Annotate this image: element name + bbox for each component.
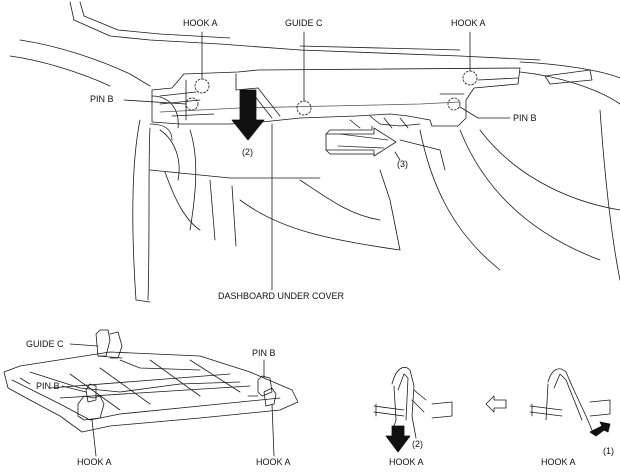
label-hook-a-detail-right: HOOK A [541,457,576,467]
pin-b-marker-right [447,97,461,111]
hook-a-part-left [77,395,105,421]
label-step-2-main: (2) [242,147,253,157]
vehicle-interior-outline [9,1,620,303]
movement-arrows [231,89,401,161]
hook-detail-installed [529,368,611,437]
label-guide-c-bottom: GUIDE C [26,339,64,349]
label-hook-a-top-right: HOOK A [451,18,486,28]
leader-lines [123,31,511,291]
label-hook-a-bottom-mid: HOOK A [256,457,291,467]
hook-a-marker-left [194,78,210,94]
hook-a-part-mid [263,387,277,407]
pin-b-part-left [85,383,97,403]
arrow-push-1-detail [589,421,611,437]
label-step-2-detail: (2) [412,439,423,449]
label-guide-c-top: GUIDE C [285,18,323,28]
hook-detail-removed [373,367,453,453]
cover-isometric-view [3,329,299,433]
pin-b-marker-left [185,97,199,111]
hook-a-marker-right [462,70,478,86]
label-step-1-detail: (1) [603,446,614,456]
dashboard-under-cover [151,67,521,129]
guide-c-marker [296,100,312,116]
pin-b-part-mid [257,375,273,397]
label-pin-b-right: PIN B [513,113,537,123]
arrow-down-2-main [231,89,265,141]
label-hook-a-detail-left: HOOK A [389,457,424,467]
leader-lines-bottom [61,343,275,457]
label-pin-b-bottom-left: PIN B [36,381,60,391]
transition-arrow-left [485,395,507,413]
arrow-pull-3-main [325,125,397,157]
label-step-3-main: (3) [397,159,408,169]
arrow-down-2-detail [385,425,411,453]
label-pin-b-bottom-mid: PIN B [252,348,276,358]
label-hook-a-top-left: HOOK A [183,18,218,28]
label-hook-a-bottom-left: HOOK A [77,457,112,467]
label-pin-b-left: PIN B [90,94,114,104]
label-dashboard-under-cover: DASHBOARD UNDER COVER [218,291,345,301]
